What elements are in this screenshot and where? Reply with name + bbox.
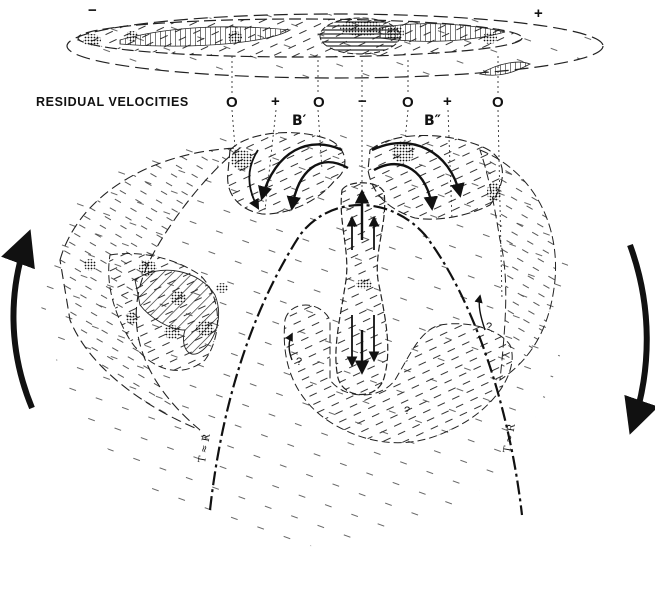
edge-on-knot	[83, 34, 101, 46]
stippled-region	[170, 291, 186, 305]
question-mark-bottom: ?	[404, 406, 410, 417]
stippled-region	[126, 312, 138, 324]
question-mark-left: ?	[296, 357, 302, 368]
velocity-marker-2: +	[271, 94, 280, 109]
top-sign-minus: −	[88, 3, 97, 18]
edge-on-knot	[483, 32, 497, 44]
question-mark-right: ?	[486, 322, 492, 333]
stippled-region	[139, 260, 157, 276]
velocity-marker-4: −	[358, 94, 367, 109]
face-on-structure	[39, 129, 569, 546]
edge-on-knot	[386, 26, 404, 40]
edge-on-knot	[228, 31, 242, 43]
rotation-arrow-left	[13, 236, 32, 408]
velocity-marker-5: O	[402, 95, 414, 110]
velocity-marker-1: O	[226, 95, 238, 110]
edge-on-nucleus-core	[340, 20, 384, 36]
label-b-double-prime: B″	[424, 114, 441, 128]
stippled-region	[84, 259, 96, 271]
rotation-arrow-right	[630, 245, 647, 428]
edge-on-view	[67, 14, 603, 78]
velocity-marker-6: +	[443, 94, 452, 109]
label-b-prime: B′	[292, 114, 306, 128]
stippled-region	[216, 283, 228, 293]
stippled-region	[196, 320, 214, 336]
residual-velocities-label: RESIDUAL VELOCITIES	[36, 96, 189, 109]
bar-nucleus	[356, 279, 372, 289]
velocity-marker-7: O	[492, 95, 504, 110]
top-sign-plus: +	[534, 6, 543, 21]
stippled-region	[164, 325, 180, 339]
edge-on-knot	[125, 31, 139, 41]
velocity-marker-3: O	[313, 95, 325, 110]
